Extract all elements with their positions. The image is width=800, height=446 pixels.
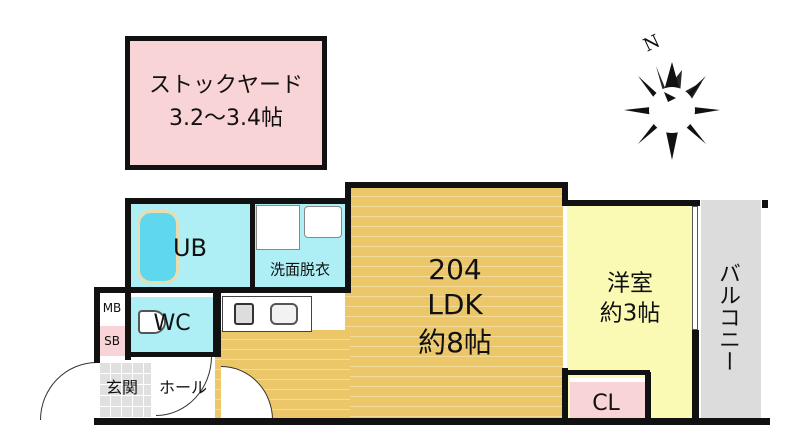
ldk-floor xyxy=(345,187,563,422)
wall xyxy=(213,287,221,357)
wall xyxy=(645,372,651,422)
wall xyxy=(125,287,131,360)
wall xyxy=(692,330,699,422)
washroom-label: 洗面脱衣 xyxy=(269,260,331,279)
stock-yard-name: ストックヤード xyxy=(148,73,304,98)
compass-icon xyxy=(624,62,720,160)
washbasin-icon xyxy=(304,206,342,238)
bathtub-icon xyxy=(137,210,179,284)
stock-yard xyxy=(125,36,327,170)
meter-box-label: MB xyxy=(102,301,122,315)
sink-icon xyxy=(270,303,298,325)
western-room-name: 洋室 xyxy=(607,270,653,297)
wall xyxy=(762,200,768,208)
wall xyxy=(94,418,770,425)
wall xyxy=(562,200,700,206)
ldk-number: 204 xyxy=(428,253,482,286)
ldk-size: 約8帖 xyxy=(418,326,492,359)
balcony xyxy=(699,200,765,422)
wall xyxy=(562,370,650,375)
stock-yard-size: 3.2〜3.4帖 xyxy=(169,106,283,131)
closet-label: CL xyxy=(592,391,620,416)
wall xyxy=(562,368,568,422)
ldk-name: LDK xyxy=(427,288,483,321)
wall xyxy=(345,182,351,290)
window xyxy=(692,206,698,330)
washing-machine-space xyxy=(256,205,300,250)
wall xyxy=(345,182,567,188)
entrance xyxy=(99,362,151,420)
stove-icon xyxy=(234,303,254,325)
shoe-box-label: SB xyxy=(104,334,120,348)
shoe-box xyxy=(99,326,126,356)
western-room-size: 約3帖 xyxy=(599,300,661,327)
closet xyxy=(570,378,648,420)
hall-label: ホール xyxy=(158,378,208,397)
toilet-label: WC xyxy=(153,311,191,336)
wall xyxy=(94,287,100,363)
wall xyxy=(125,198,350,204)
wall xyxy=(125,352,220,357)
entrance-door-swing xyxy=(40,362,97,420)
balcony-label: バルコニー xyxy=(715,262,740,372)
wall xyxy=(94,287,351,293)
meter-box xyxy=(99,292,126,323)
wall xyxy=(125,198,131,293)
wall xyxy=(562,182,568,206)
entrance-label: 玄関 xyxy=(105,378,139,397)
unit-bath-label: UB xyxy=(172,234,208,262)
wall xyxy=(250,198,255,290)
toilet-icon xyxy=(138,310,166,334)
